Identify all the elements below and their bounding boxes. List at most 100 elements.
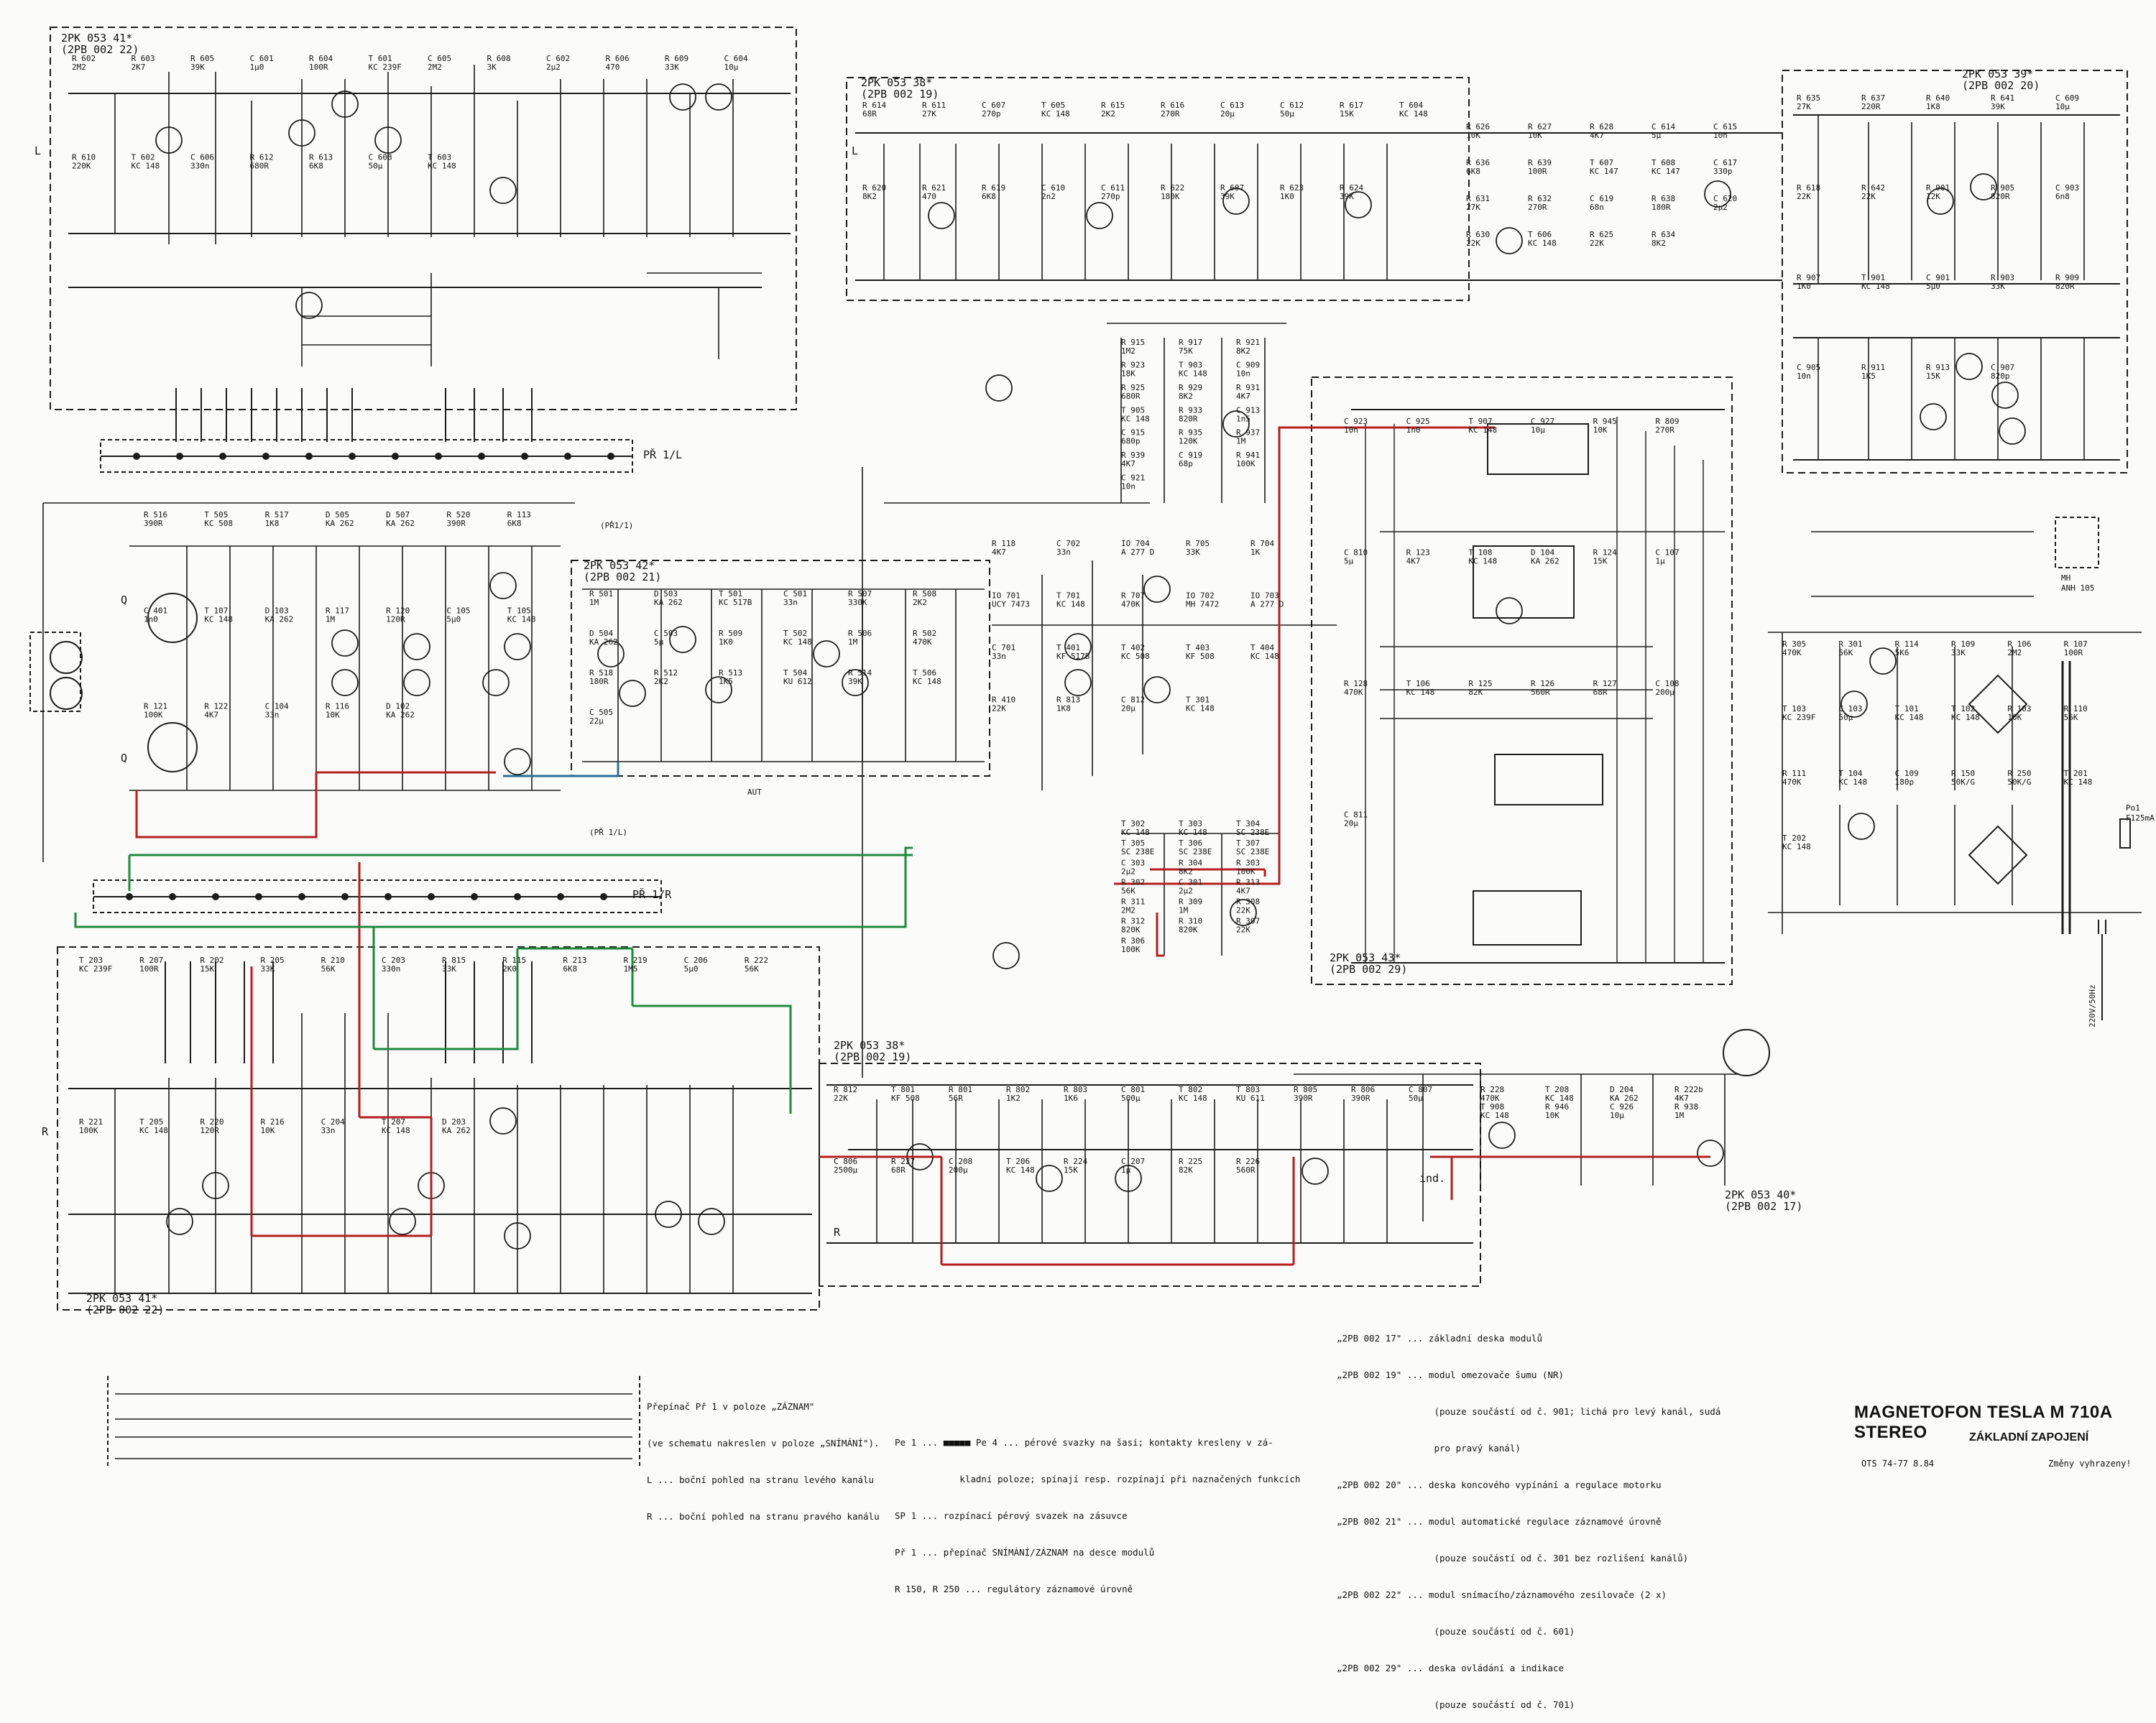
- component-ref: C 609: [2055, 93, 2079, 103]
- component-ref: R 114: [1895, 639, 1919, 649]
- component-ref: T 903: [1179, 360, 1202, 369]
- component-ref: R 618: [1797, 183, 1820, 193]
- component-value: 200µ: [949, 1165, 968, 1175]
- component-ref: T 102: [1951, 704, 1975, 713]
- component-ref: R 939: [1121, 451, 1145, 460]
- component-value: KC 147: [1590, 167, 1618, 176]
- component-value: KF 508: [1186, 652, 1215, 661]
- legend-function-line: Pe 1 ... ■■■■■ Pe 4 ... pérové svazky na…: [895, 1437, 1273, 1448]
- component-ref: T 302: [1121, 819, 1145, 828]
- component-ref: C 617: [1713, 158, 1737, 167]
- component-value: 22K: [1590, 239, 1604, 248]
- component-ref: R 220: [200, 1117, 224, 1127]
- module-label-top-left-2: (2PB 002 22): [61, 43, 139, 56]
- component-ref: R 222: [745, 956, 768, 965]
- component-ref: R 613: [309, 153, 333, 162]
- component-ref: T 401: [1056, 643, 1080, 652]
- component-value: 820R: [1991, 192, 2010, 201]
- component-value: 100R: [2064, 648, 2083, 657]
- component-ref: R 221: [79, 1117, 103, 1127]
- component-value: 4K7: [1674, 1094, 1689, 1103]
- component-value: 1K8: [1926, 102, 1940, 111]
- component-value: 82K: [1468, 688, 1483, 697]
- record-path-left: [135, 771, 496, 839]
- component-ref: R 921: [1236, 338, 1260, 347]
- component-value: 39K: [1220, 192, 1235, 201]
- component-ref: R 516: [144, 510, 167, 519]
- component-value: 1M: [326, 614, 336, 624]
- component-ref: R 216: [261, 1117, 285, 1127]
- component-ref: T 607: [1590, 158, 1613, 167]
- component-ref: R 520: [446, 510, 470, 519]
- component-ref: R 901: [1926, 183, 1950, 193]
- component-value: 2µ2: [546, 63, 561, 72]
- module-frame-bottom-left: [57, 946, 820, 1311]
- component-value: 1M: [1179, 906, 1189, 915]
- component-ref: R 228: [1480, 1085, 1504, 1094]
- component-ref: C 206: [684, 956, 708, 965]
- component-value: KC 239F: [369, 63, 402, 72]
- component-value: 220K: [72, 162, 91, 171]
- component-value: 33K: [1951, 648, 1966, 657]
- component-value: 270R: [1161, 109, 1180, 119]
- component-ref: T 907: [1468, 417, 1492, 426]
- component-value: 50µ: [1280, 109, 1294, 119]
- module-label-alc-1: 2PK 053 42*: [584, 559, 655, 572]
- component-value: SC 238E: [1236, 828, 1269, 837]
- component-value: UCY 7473: [992, 600, 1030, 609]
- component-value: 330p: [1713, 167, 1733, 176]
- component-ref: R 925: [1121, 383, 1145, 392]
- component-ref: D 103: [265, 606, 289, 615]
- component-ref: R 611: [922, 101, 946, 110]
- component-value: 100R: [309, 63, 328, 72]
- component-value: KA 262: [589, 637, 618, 647]
- component-value: KA 262: [386, 519, 415, 528]
- component-value: 68R: [891, 1165, 906, 1175]
- component-ref: R 935: [1179, 428, 1202, 438]
- component-ref: R 638: [1651, 194, 1675, 203]
- component-value: KA 262: [326, 519, 354, 528]
- component-ref: R 616: [1161, 101, 1184, 110]
- component-value: 6K8: [507, 519, 522, 528]
- component-value: KF 508: [891, 1094, 920, 1103]
- mains-label: 220V/50Hz: [2088, 984, 2097, 1027]
- module-frame-top-right: [1782, 70, 2128, 474]
- component-value: 1K0: [719, 637, 733, 647]
- component-value: 5µ0: [684, 964, 699, 974]
- component-ref: C 107: [1655, 548, 1679, 558]
- component-ref: R 250: [2007, 769, 2031, 778]
- component-ref: C 810: [1344, 548, 1368, 558]
- component-ref: R 607: [1220, 183, 1244, 193]
- component-value: 33n: [992, 652, 1006, 661]
- component-ref: R 909: [2055, 273, 2079, 282]
- component-value: 15K: [1926, 371, 1940, 381]
- component-ref: R 632: [1528, 194, 1552, 203]
- component-ref: R 636: [1466, 158, 1490, 167]
- component-ref: T 402: [1121, 643, 1145, 652]
- component-value: 100K: [1236, 867, 1256, 876]
- component-value: 120R: [200, 1126, 219, 1135]
- io701-box: [1473, 545, 1575, 619]
- component-ref: T 107: [204, 606, 228, 615]
- component-value: 1K5: [1861, 371, 1876, 381]
- component-value: 10K: [326, 711, 340, 720]
- component-value: 2K7: [132, 63, 146, 72]
- component-value: KC 148: [1121, 414, 1150, 423]
- component-ref: R 609: [665, 54, 688, 63]
- component-value: 2M2: [72, 63, 86, 72]
- component-value: KF 517B: [1056, 652, 1090, 661]
- component-value: KC 148: [783, 637, 812, 647]
- component-ref: R 107: [2064, 639, 2088, 649]
- component-ref: R 805: [1294, 1085, 1317, 1094]
- component-value: KA 262: [442, 1126, 471, 1135]
- component-ref: R 117: [326, 606, 349, 615]
- component-ref: C 608: [369, 153, 392, 162]
- component-value: KC 147: [1651, 167, 1680, 176]
- component-ref: C 915: [1121, 428, 1145, 438]
- component-value: 1K0: [1280, 192, 1294, 201]
- component-value: KC 148: [1528, 239, 1557, 248]
- component-ref: C 605: [428, 54, 451, 63]
- component-value: KC 148: [1951, 713, 1980, 722]
- component-value: 1K5: [719, 677, 733, 686]
- component-ref: R 311: [1121, 897, 1145, 907]
